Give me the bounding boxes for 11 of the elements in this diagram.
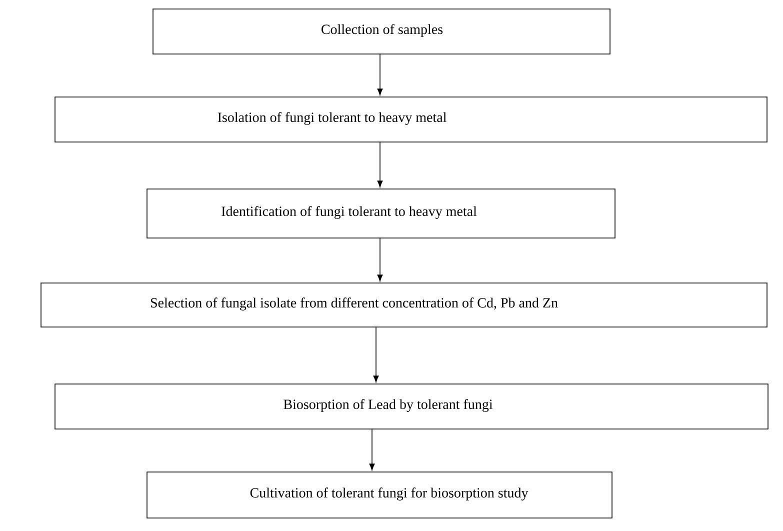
arrow <box>377 54 383 96</box>
arrow <box>369 429 375 470</box>
process-box: Selection of fungal isolate from different concentration of Cd, Pb and Zn <box>40 282 768 328</box>
arrow <box>373 327 379 382</box>
process-box: Collection of samples <box>152 8 610 54</box>
process-box: Biosorption of Lead by tolerant fungi <box>54 384 768 430</box>
arrow <box>377 142 383 188</box>
process-box: Identification of fungi tolerant to heavy metal <box>146 188 616 238</box>
process-box: Cultivation of tolerant fungi for biosorption study <box>146 472 612 518</box>
arrow <box>377 238 383 282</box>
process-box: Isolation of fungi tolerant to heavy metal <box>54 96 768 142</box>
